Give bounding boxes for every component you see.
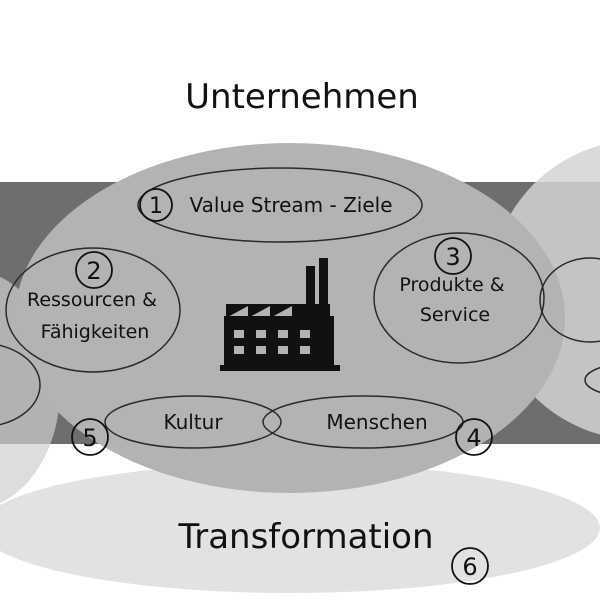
products-label-line-2: Service [420, 304, 490, 326]
people-label: Menschen [326, 410, 427, 434]
resources-label-line-2: Fähigkeiten [41, 321, 150, 343]
culture-ellipse [104, 395, 282, 449]
products-label: Produkte & Service [399, 274, 510, 326]
value-stream-ellipse [137, 167, 423, 243]
number-circle-3 [434, 237, 472, 275]
factory-icon [220, 258, 340, 371]
number-6: 6 [462, 553, 477, 581]
culture-label: Kultur [163, 410, 223, 434]
products-label-line-1: Produkte & [399, 274, 504, 296]
bottom-ellipse [0, 463, 600, 593]
resources-label: Ressourcen & Fähigkeiten [27, 289, 163, 343]
right-partial-outline-top [539, 257, 600, 343]
resources-label-line-1: Ressourcen & [27, 289, 157, 311]
number-5: 5 [82, 424, 97, 452]
number-2: 2 [86, 257, 101, 285]
page-title: Unternehmen [185, 77, 419, 117]
products-ellipse [373, 232, 545, 364]
number-3: 3 [445, 243, 460, 271]
right-partial-outline-bottom [584, 366, 600, 394]
number-circle-4 [455, 418, 493, 456]
number-1: 1 [149, 194, 163, 219]
transformation-label: Transformation [177, 517, 433, 557]
number-circle-1 [139, 188, 173, 222]
number-circle-2 [75, 251, 113, 289]
number-4: 4 [466, 424, 481, 452]
number-circle-5 [71, 418, 109, 456]
left-partial-outline [0, 344, 41, 426]
number-circle-6 [451, 547, 489, 585]
resources-ellipse [5, 247, 181, 373]
value-stream-label: Value Stream - Ziele [190, 193, 393, 217]
